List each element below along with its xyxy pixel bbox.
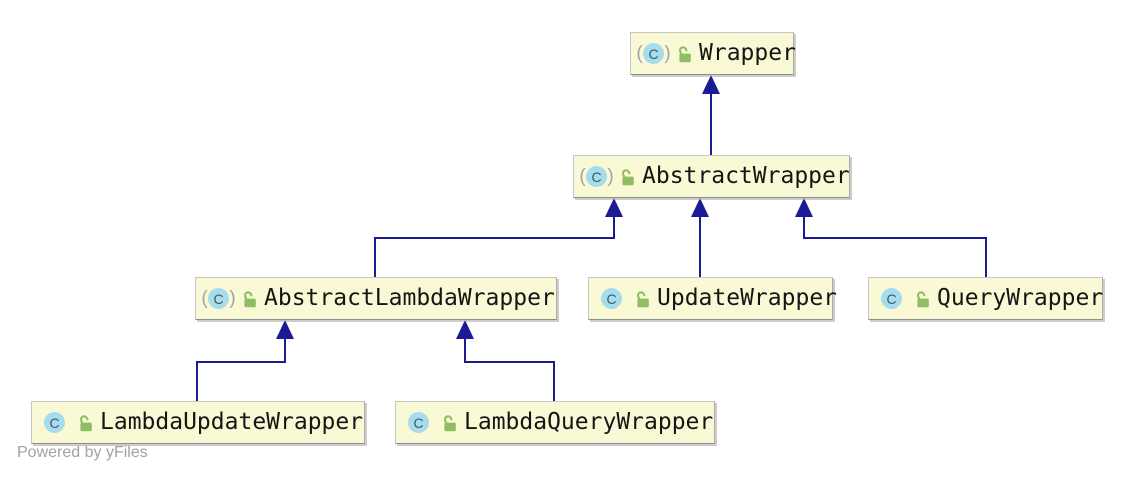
inheritance-arrowhead-update-wrapper-extends-abstract-wrapper [691, 198, 709, 217]
powered-by-yfiles-label: Powered by yFiles [17, 444, 148, 461]
class-icon-group: (C) [594, 288, 651, 309]
class-name-label: LambdaQueryWrapper [464, 408, 714, 435]
unlocked-lock-icon [916, 290, 929, 307]
class-name-label: Wrapper [699, 39, 796, 66]
class-icon: C [881, 288, 902, 309]
abstract-paren-right: ) [229, 288, 236, 309]
class-node-query-wrapper[interactable]: (C) QueryWrapper [868, 277, 1103, 320]
unlocked-lock-icon [243, 290, 256, 307]
class-node-abstract-wrapper[interactable]: (C) AbstractWrapper [573, 155, 850, 198]
abstract-paren-left: ( [201, 288, 208, 309]
inheritance-edge-lambda-update-wrapper-extends-abstract-lambda-wrapper [196, 338, 286, 401]
class-icon: C [208, 288, 229, 309]
class-name-label: LambdaUpdateWrapper [100, 408, 364, 435]
inheritance-edge-query-wrapper-extends-abstract-wrapper [803, 216, 987, 277]
class-icon-group: (C) [579, 166, 636, 187]
abstract-paren-right: ) [607, 166, 614, 187]
class-icon: C [601, 288, 622, 309]
class-icon: C [586, 166, 607, 187]
class-icon-group: (C) [201, 288, 258, 309]
abstract-paren-left: ( [636, 43, 643, 64]
inheritance-arrowhead-query-wrapper-extends-abstract-wrapper [795, 198, 813, 217]
abstract-paren-left: ( [579, 166, 586, 187]
inheritance-arrowhead-abstract-lambda-wrapper-extends-abstract-wrapper [605, 198, 623, 217]
inheritance-arrowhead-lambda-query-wrapper-extends-abstract-lambda-wrapper [456, 320, 474, 339]
class-node-update-wrapper[interactable]: (C) UpdateWrapper [588, 277, 837, 320]
class-icon-group: (C) [636, 43, 693, 64]
inheritance-edge-lambda-query-wrapper-extends-abstract-lambda-wrapper [464, 338, 555, 401]
class-icon: C [44, 412, 65, 433]
class-icon-group: (C) [37, 412, 94, 433]
class-name-label: AbstractLambdaWrapper [264, 284, 555, 311]
unlocked-lock-icon [443, 414, 456, 431]
abstract-paren-right: ) [664, 43, 671, 64]
unlocked-lock-icon [621, 168, 634, 185]
class-icon: C [408, 412, 429, 433]
class-icon-group: (C) [401, 412, 458, 433]
unlocked-lock-icon [79, 414, 92, 431]
class-node-wrapper[interactable]: (C) Wrapper [630, 32, 796, 75]
unlocked-lock-icon [678, 45, 691, 62]
inheritance-arrowhead-abstract-wrapper-extends-wrapper [702, 75, 720, 94]
class-node-abstract-lambda-wrapper[interactable]: (C) AbstractLambdaWrapper [195, 277, 557, 320]
class-node-lambda-update-wrapper[interactable]: (C) LambdaUpdateWrapper [31, 401, 365, 444]
class-icon: C [643, 43, 664, 64]
unlocked-lock-icon [636, 290, 649, 307]
inheritance-edge-abstract-lambda-wrapper-extends-abstract-wrapper [374, 216, 615, 277]
class-node-lambda-query-wrapper[interactable]: (C) LambdaQueryWrapper [395, 401, 715, 444]
class-name-label: UpdateWrapper [657, 284, 838, 311]
inheritance-arrowhead-lambda-update-wrapper-extends-abstract-lambda-wrapper [276, 320, 294, 339]
class-icon-group: (C) [874, 288, 931, 309]
class-name-label: QueryWrapper [937, 284, 1104, 311]
class-name-label: AbstractWrapper [642, 162, 850, 189]
